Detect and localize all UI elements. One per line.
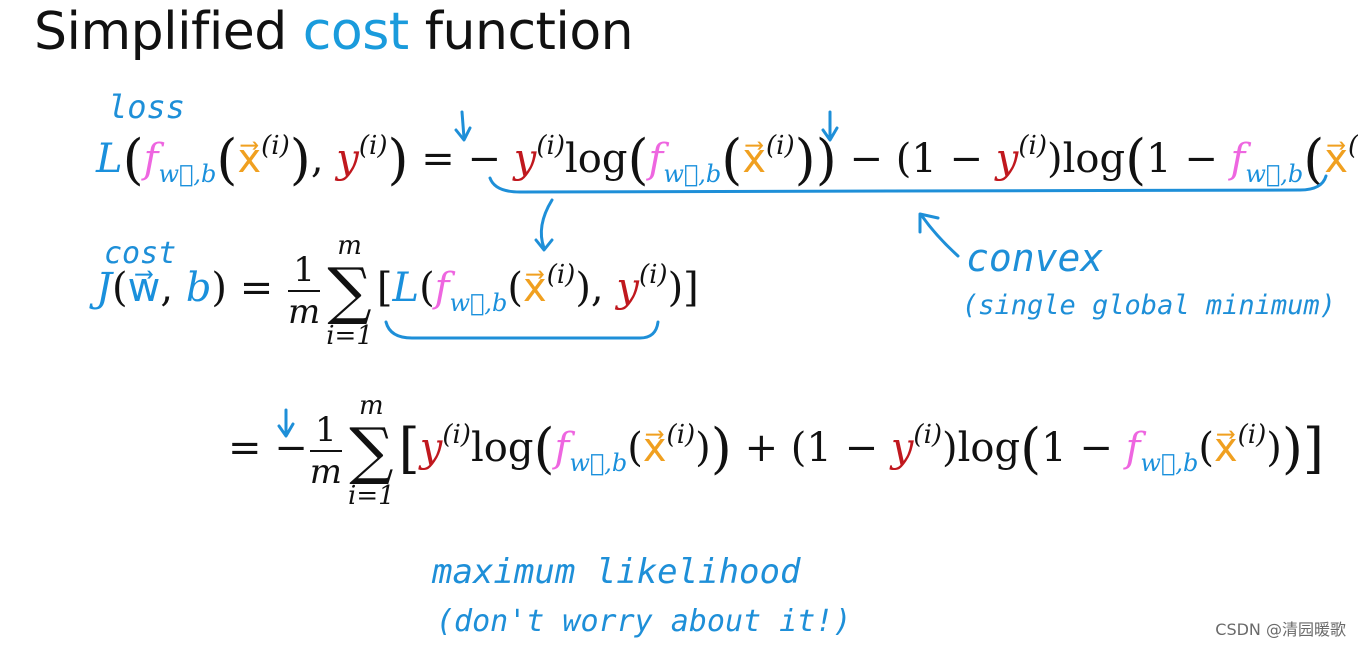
maximum-likelihood-annotation: maximum likelihood (432, 552, 801, 592)
eq3-y2: y (890, 425, 914, 471)
title-part2: function (408, 2, 634, 62)
convex-pointer-arrow-icon (918, 212, 960, 258)
eq1-minus2: − (849, 136, 884, 182)
eq1-log2: log (1062, 136, 1126, 182)
eq3-equals: = (228, 425, 262, 471)
eq1-wb2: w⃗,b (663, 160, 722, 188)
eq2-L: L (392, 265, 420, 311)
curved-arrow-icon (534, 198, 554, 252)
eq2-J: J (96, 265, 113, 311)
eq3-one: 1 (806, 425, 832, 471)
eq1-y2-i: (i) (536, 131, 565, 161)
eq3-sum-top: m (359, 391, 384, 421)
eq3-x2: x⃗ (1213, 425, 1238, 471)
eq2-y-i: (i) (638, 260, 668, 290)
eq3-minus: − (274, 425, 308, 471)
eq1-x: x⃗ (237, 136, 262, 182)
eq3-wb: w⃗,b (569, 449, 628, 477)
loss-annotation: loss (108, 88, 186, 126)
eq1-minus4: − (1184, 136, 1218, 182)
eq1-x3-i: (i) (1348, 131, 1358, 161)
eq1-y2: y (513, 136, 537, 182)
eq1-y3: y (995, 136, 1019, 182)
eq3-f: f (554, 425, 570, 471)
eq1-f: f (143, 136, 159, 182)
eq3-log: log (470, 425, 534, 471)
eq3-frac-num: 1 (315, 410, 337, 450)
eq3-wb2: w⃗,b (1140, 449, 1199, 477)
title-accent: cost (302, 2, 409, 62)
eq1-y3-i: (i) (1018, 131, 1047, 161)
eq1-L: L (96, 136, 123, 182)
eq1-x-i: (i) (261, 131, 290, 161)
eq1-one: 1 (911, 136, 937, 182)
eq2-b: b (185, 265, 212, 311)
underbrace-loss (488, 174, 1328, 194)
eq1-x2: x⃗ (742, 136, 767, 182)
eq1-one2: 1 (1146, 136, 1172, 182)
eq1-x2-i: (i) (766, 131, 795, 161)
eq2-sum: m∑i=1 (326, 232, 373, 350)
eq3-minus3: − (1079, 425, 1113, 471)
eq2-frac-num: 1 (293, 250, 315, 290)
eq1-wb: w⃗,b (158, 160, 217, 188)
eq1-x3: x⃗ (1324, 136, 1349, 182)
dont-worry-annotation: (don't worry about it!) (436, 604, 852, 639)
eq1-log: log (564, 136, 628, 182)
eq3-sum-bot: i=1 (348, 481, 395, 511)
convex-annotation: convex (966, 236, 1104, 280)
eq3-f2: f (1125, 425, 1141, 471)
eq1-f3: f (1230, 136, 1246, 182)
eq1-minus3: − (949, 136, 984, 182)
eq1-minus: − (467, 136, 502, 182)
eq1-y: y (336, 136, 359, 182)
cost-annotation: cost (104, 236, 177, 271)
eq3-one2: 1 (1041, 425, 1067, 471)
eq3-y: y (419, 425, 443, 471)
underbrace-cost (384, 320, 660, 340)
eq3-log2: log (957, 425, 1021, 471)
eq3-plus: + (744, 425, 779, 471)
eq1-equals: = (421, 136, 455, 182)
eq3-x-i: (i) (666, 420, 696, 450)
eq3-minus2: − (844, 425, 879, 471)
eq3-y-i: (i) (442, 420, 471, 450)
loss-equation: L(fw⃗,b(x⃗(i)), y(i)) = − y(i)log(fw⃗,b(… (96, 128, 1358, 191)
eq1-y-i: (i) (358, 131, 388, 161)
down-arrow-icon (277, 408, 295, 438)
slide-title: Simplified cost function (34, 2, 634, 62)
eq2-x: x⃗ (523, 265, 547, 311)
eq2-wb: w⃗,b (449, 289, 508, 317)
down-arrow-icon (454, 110, 472, 142)
eq2-w: w⃗ (127, 265, 161, 311)
eq2-frac-den: m (287, 290, 321, 332)
eq2-y: y (616, 265, 639, 311)
eq3-y2-i: (i) (913, 420, 943, 450)
single-global-minimum-annotation: (single global minimum) (962, 290, 1336, 321)
eq2-equals: = (239, 265, 274, 311)
eq2-x-i: (i) (546, 260, 576, 290)
eq3-x2-i: (i) (1237, 420, 1267, 450)
watermark: CSDN @清园暖歌 (1215, 620, 1346, 639)
eq2-sum-bot: i=1 (326, 321, 373, 351)
eq3-frac-den: m (309, 450, 342, 492)
eq3-sum: m∑i=1 (348, 392, 395, 510)
eq2-sigma: ∑ (327, 254, 372, 327)
eq1-f2: f (648, 136, 664, 182)
eq3-x: x⃗ (642, 425, 667, 471)
eq2-f: f (434, 265, 450, 311)
down-arrow-icon (821, 110, 839, 142)
title-part1: Simplified (34, 2, 303, 62)
eq3-sigma: ∑ (349, 414, 394, 487)
eq2-sum-top: m (337, 231, 362, 261)
eq1-wb3: w⃗,b (1245, 160, 1304, 188)
